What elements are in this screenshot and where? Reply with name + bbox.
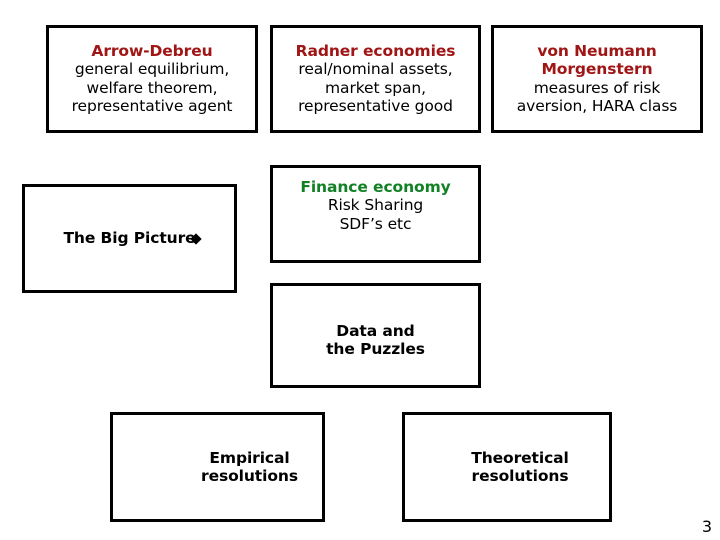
box-text-radner-line1: real/nominal assets, xyxy=(298,60,453,79)
box-text-von-neumann-line1: measures of risk xyxy=(533,78,661,97)
concept-box-big-picture: The Big Picture xyxy=(22,184,237,293)
box-text-theoretical-line1: Theoretical xyxy=(471,448,569,467)
box-text-von-neumann-line2: aversion, HARA class xyxy=(516,96,678,115)
box-title-von-neumann-line2: Morgenstern xyxy=(541,60,653,79)
page-number: 3 xyxy=(701,517,712,536)
box-text-data-line1: Data and xyxy=(336,322,415,340)
concept-box-theoretical-resolutions: Theoretical resolutions xyxy=(402,412,612,522)
box-text-arrow-debreu-line3: representative agent xyxy=(71,96,233,115)
concept-box-empirical-resolutions: Empirical resolutions xyxy=(110,412,325,522)
big-picture-label-wrap: The Big Picture xyxy=(63,229,202,248)
box-text-data-line2: the Puzzles xyxy=(326,340,425,359)
box-title-radner: Radner economies xyxy=(295,42,456,60)
concept-box-radner-economies: Radner economies real/nominal assets, ma… xyxy=(270,25,481,133)
concept-box-finance-economy: Finance economy Risk Sharing SDF’s etc xyxy=(270,165,481,263)
concept-box-arrow-debreu: Arrow-Debreu general equilibrium, welfar… xyxy=(46,25,258,133)
box-text-theoretical-line2: resolutions xyxy=(471,467,569,485)
box-title-big-picture: The Big Picture xyxy=(63,229,196,248)
box-text-arrow-debreu-line2: welfare theorem, xyxy=(86,78,218,97)
box-title-von-neumann-line1: von Neumann xyxy=(537,42,657,60)
box-text-radner-line2: market span, xyxy=(325,78,426,97)
box-text-empirical-line1: Empirical xyxy=(209,448,290,467)
concept-box-von-neumann-morgenstern: von Neumann Morgenstern measures of risk… xyxy=(491,25,703,133)
box-title-finance-economy: Finance economy xyxy=(300,178,451,196)
box-text-arrow-debreu-line1: general equilibrium, xyxy=(74,60,230,79)
box-text-empirical-line2: resolutions xyxy=(201,467,298,485)
box-text-radner-line3: representative good xyxy=(298,96,453,115)
box-text-finance-line1: Risk Sharing xyxy=(327,196,424,215)
box-title-arrow-debreu: Arrow-Debreu xyxy=(91,42,213,60)
box-text-finance-line2: SDF’s etc xyxy=(339,214,412,233)
concept-box-data-and-puzzles: Data and the Puzzles xyxy=(270,283,481,388)
